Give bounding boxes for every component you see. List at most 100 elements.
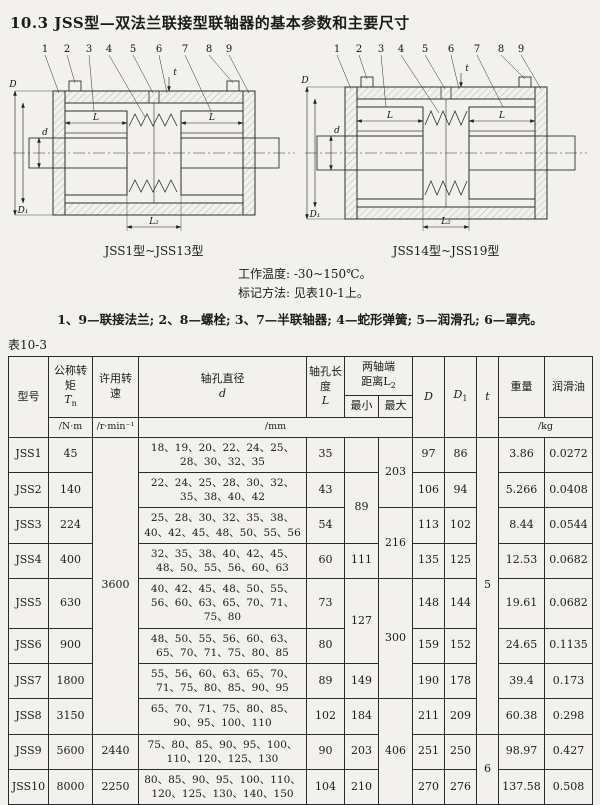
callout-3: 3: [378, 44, 384, 55]
keyway-right-shape: [468, 130, 536, 137]
table-cell: JSS1: [8, 436, 49, 474]
table-cell: 45: [48, 436, 93, 474]
table-cell: 900: [48, 627, 93, 664]
table-cell: 125: [444, 542, 477, 580]
figure-right-panel: 1 2 3 4 5 6 7 8 9 L L L₂ t D D₁: [300, 41, 592, 259]
table-cell: 0.0544: [544, 507, 593, 544]
table-cell: 211: [412, 698, 445, 735]
dim-label-D1: D₁: [17, 206, 29, 216]
callout-8: 8: [498, 44, 504, 55]
table-cell: 0.1135: [544, 627, 593, 664]
table-cell: 190: [412, 662, 445, 700]
col-header-max: 最大: [378, 395, 413, 418]
leader-line: [450, 54, 460, 90]
table-cell: 97: [412, 436, 445, 474]
leader-line: [500, 54, 526, 80]
table-cell: 2250: [92, 768, 139, 805]
cover-top-shape: [356, 86, 536, 100]
table-cell: 127: [344, 578, 379, 664]
page-title: 10.3 JSS型—双法兰联接型联轴器的基本参数和主要尺寸: [10, 14, 410, 32]
table-cell: 3600: [92, 436, 139, 735]
callout-4: 4: [106, 44, 112, 55]
table-cell: 55、56、60、63、65、70、71、75、80、85、90、95: [138, 662, 307, 700]
bolt-left-shape: [360, 76, 374, 88]
table-cell: 12.53: [498, 542, 545, 580]
table-cell: JSS6: [8, 627, 49, 664]
table-cell: 0.298: [544, 698, 593, 735]
dim-label-d: d: [334, 126, 340, 136]
leader-line: [424, 54, 446, 90]
table-cell: 0.0272: [544, 436, 593, 474]
table-cell: 5600: [48, 733, 93, 770]
leader-line: [358, 54, 368, 80]
keyway-left-shape: [64, 132, 128, 139]
table-cell: 90: [306, 733, 345, 770]
leader-line: [400, 54, 440, 114]
table-cell: 148: [412, 578, 445, 629]
callout-6: 6: [448, 44, 454, 55]
dim-label-d: d: [42, 128, 48, 138]
bolt-right-shape: [226, 80, 240, 92]
table-cell: 3.86: [498, 436, 545, 474]
table-cell: 73: [306, 578, 345, 629]
table-label: 表10-3: [8, 338, 47, 353]
table-cell: 0.0408: [544, 472, 593, 509]
col-header-weight: 重量: [498, 356, 545, 418]
dim-label-t: t: [465, 64, 469, 74]
figure-left-caption: JSS1型~JSS13型: [104, 244, 204, 258]
spring-shape: [128, 179, 178, 193]
leader-line: [88, 54, 95, 112]
spring-shape: [424, 109, 468, 127]
figure-right-caption: JSS14型~JSS19型: [392, 244, 500, 258]
table-cell: 251: [412, 733, 445, 770]
dim-label-D: D: [301, 76, 309, 86]
table-cell: 159: [412, 627, 445, 664]
leader-line: [108, 54, 146, 118]
keyway-right-shape: [180, 132, 244, 139]
table-cell: 111: [344, 542, 379, 580]
table-cell: 113: [412, 507, 445, 544]
callout-2: 2: [64, 44, 70, 55]
table-cell: 203: [344, 733, 379, 770]
dim-label-D: D: [9, 80, 17, 90]
table-cell: 149: [344, 662, 379, 700]
table-cell: JSS3: [8, 507, 49, 544]
flange-left-shape: [344, 86, 358, 220]
table-cell: 276: [444, 768, 477, 805]
leader-line: [228, 54, 250, 94]
table-cell: 25、28、30、32、35、38、40、42、45、48、50、55、56: [138, 507, 307, 544]
leader-line: [184, 54, 212, 112]
figures-row: 1 2 3 4 5 6 7 8 9 L L L₂ t D D₁: [8, 41, 592, 259]
table-cell: 18、19、20、22、24、25、28、30、32、35: [138, 436, 307, 474]
callout-1: 1: [42, 44, 48, 55]
note-temperature: 工作温度: -30~150℃。: [238, 267, 372, 281]
col-header-min: 最小: [344, 395, 379, 418]
coupling-drawing-right: 1 2 3 4 5 6 7 8 9 L L L₂ t D D₁: [301, 44, 587, 231]
callout-5: 5: [422, 44, 428, 55]
dim-label-L: L: [386, 111, 393, 121]
table-cell: 152: [444, 627, 477, 664]
callout-7: 7: [182, 44, 188, 55]
col-header-D1: D1: [444, 356, 477, 438]
callout-4: 4: [398, 44, 404, 55]
table-cell: 210: [344, 768, 379, 805]
table-cell: 89: [306, 662, 345, 700]
table-cell: 137.58: [498, 768, 545, 805]
callout-6: 6: [156, 44, 162, 55]
table-cell: JSS8: [8, 698, 49, 735]
callout-1: 1: [334, 44, 340, 55]
table-cell: 270: [412, 768, 445, 805]
table-cell: 39.4: [498, 662, 545, 700]
table-cell: JSS2: [8, 472, 49, 509]
leader-line: [132, 54, 154, 94]
